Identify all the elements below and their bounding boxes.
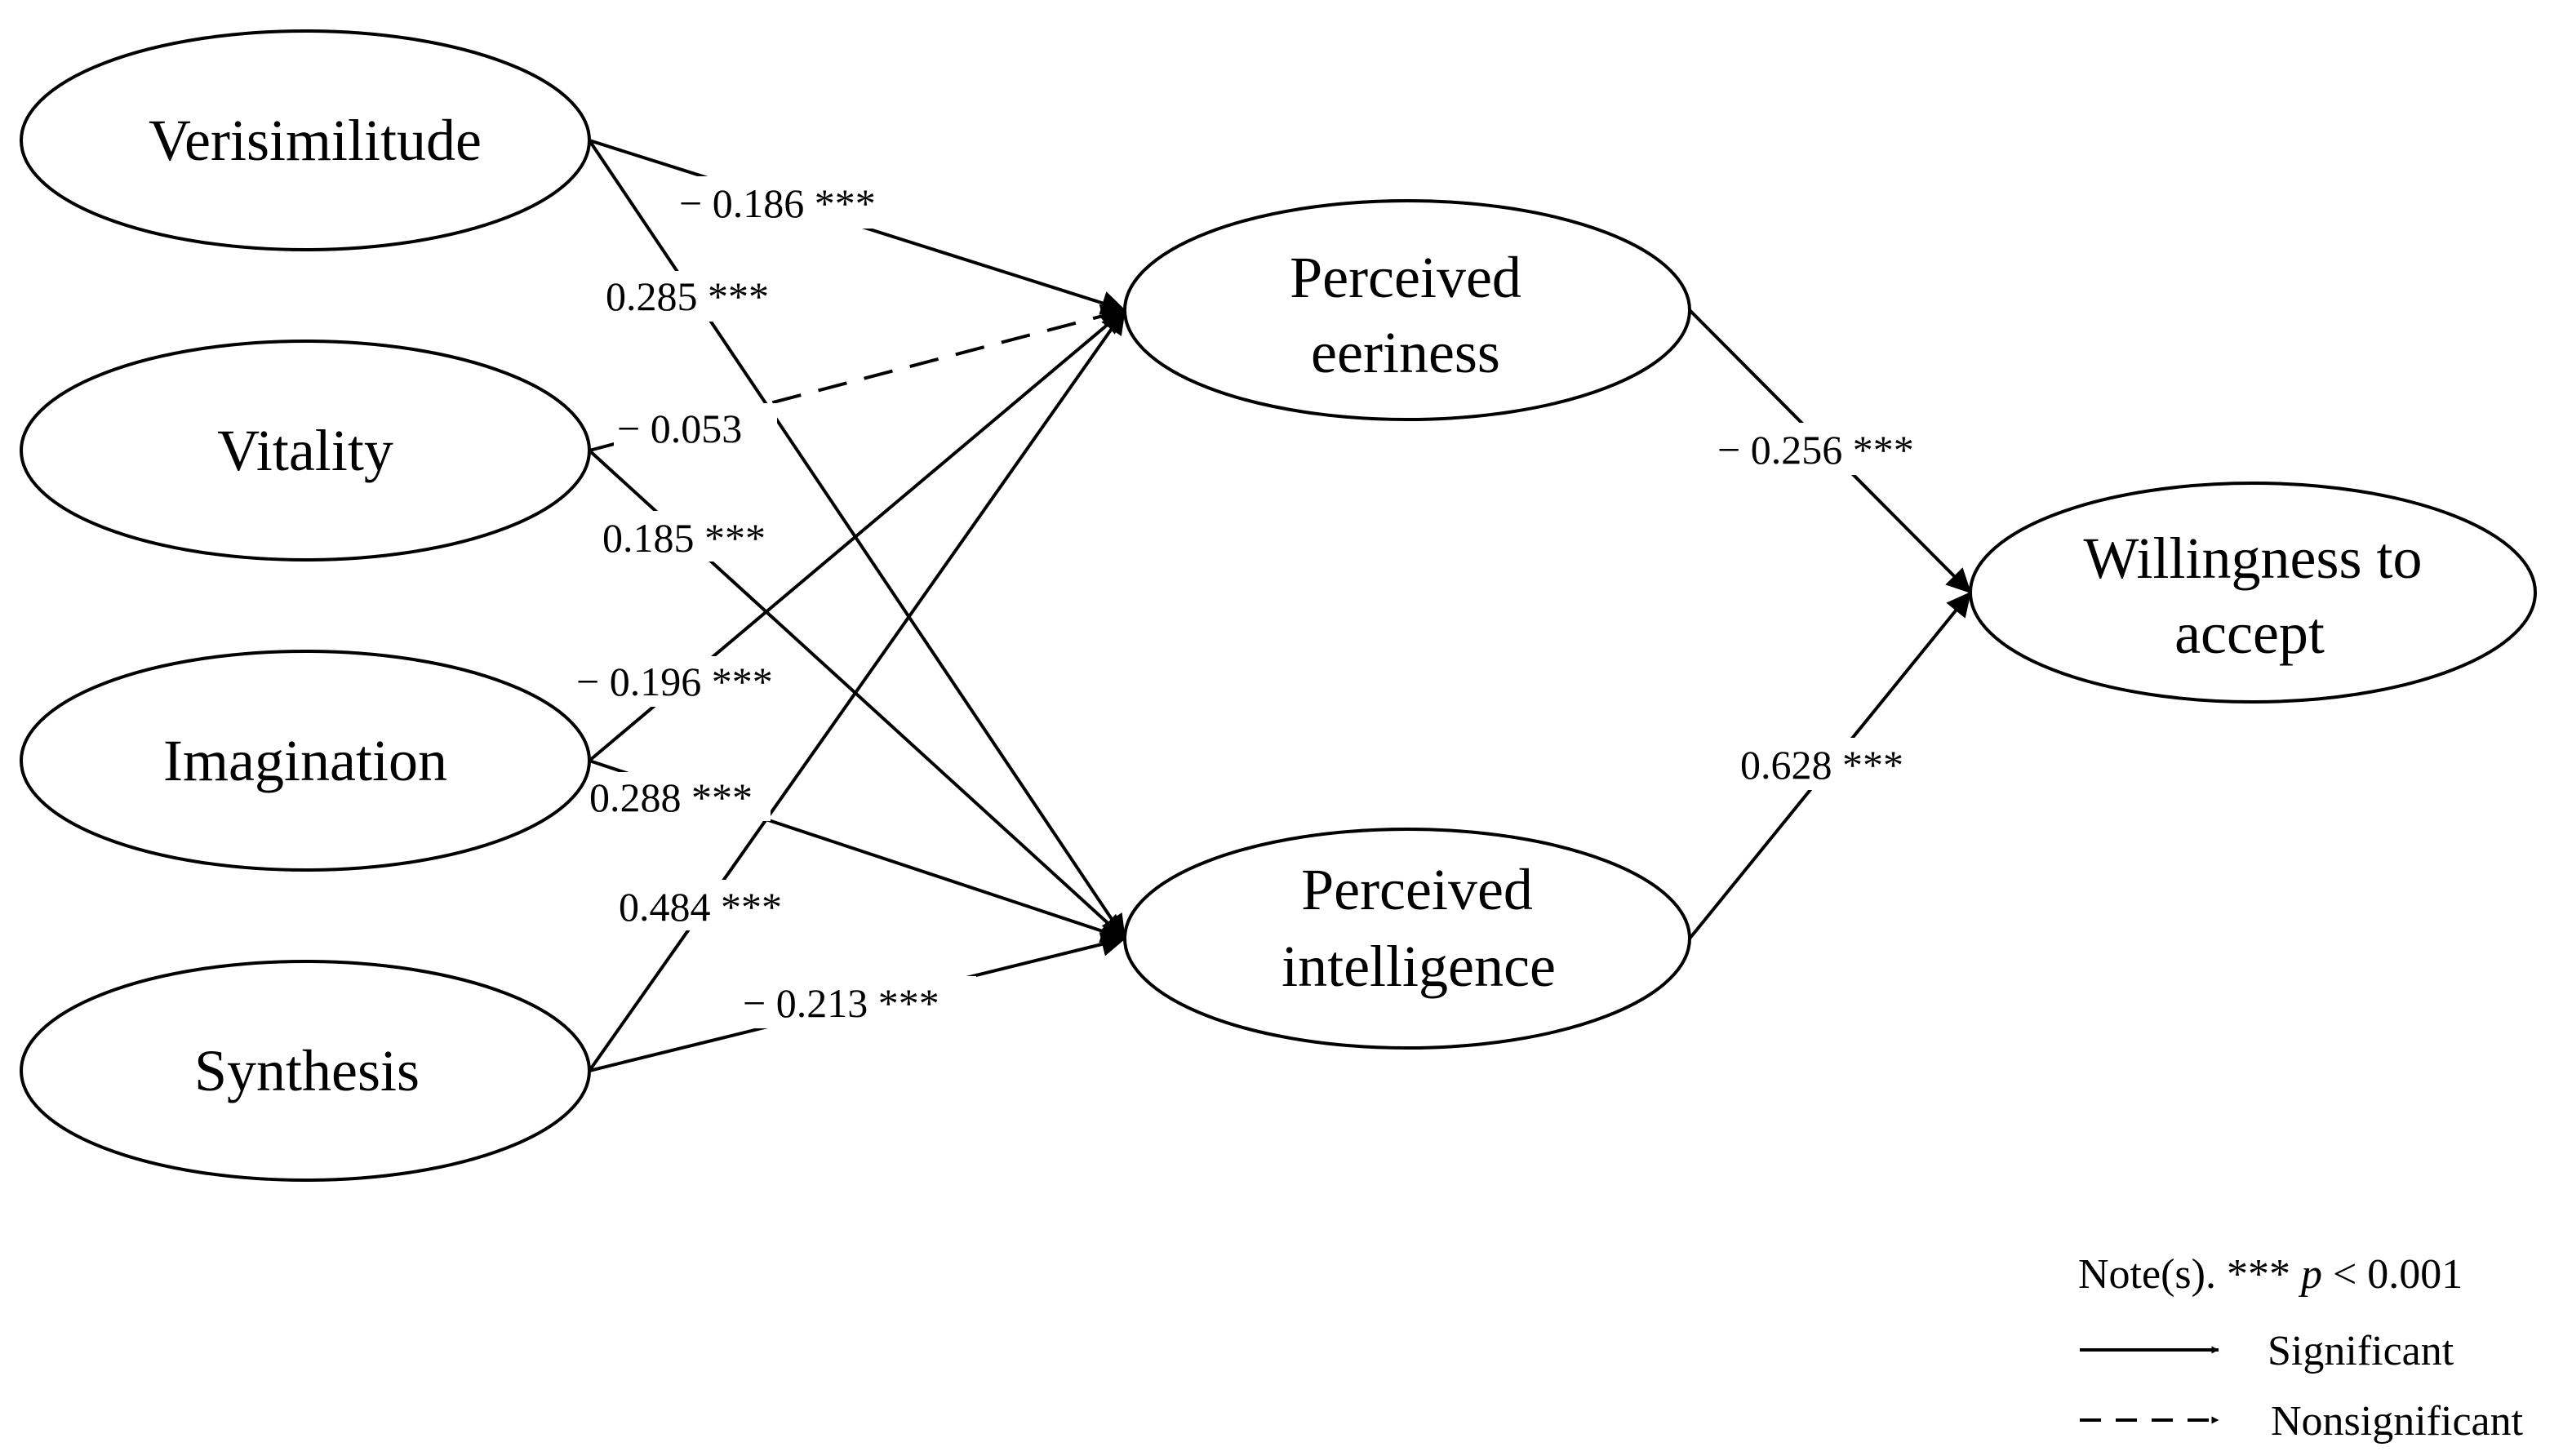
edge-label-verisimilitude-to-intelligence: 0.285 ***: [602, 271, 787, 322]
node-synthesis: Synthesis: [20, 960, 591, 1182]
node-label: Synthesis: [194, 1038, 420, 1103]
legend-nonsignificant-label: Nonsignificant: [2271, 1398, 2524, 1445]
edge-label-text: 0.628 ***: [1740, 742, 1903, 788]
node-label-line2: accept: [2174, 601, 2325, 666]
edge-label-text: − 0.053: [617, 406, 742, 451]
node-label-line1: Perceived: [1290, 245, 1521, 310]
edge-label-imagination-to-intelligence: 0.288 ***: [586, 772, 771, 821]
note-p-symbol: p: [2298, 1251, 2322, 1298]
edge-label-imagination-to-eeriness: − 0.196 ***: [573, 656, 810, 707]
node-label: Imagination: [163, 728, 447, 793]
edge-label-text: 0.288 ***: [589, 775, 753, 820]
edge-label-text: 0.185 ***: [602, 515, 766, 561]
edge-label-text: − 0.213 ***: [743, 980, 939, 1026]
node-label: Vitality: [217, 418, 393, 483]
node-imagination: Imagination: [20, 650, 591, 872]
node-perceived-intelligence: Perceived intelligence: [1123, 828, 1691, 1050]
edge-label-vitality-to-intelligence: 0.185 ***: [599, 511, 784, 562]
note-suffix: < 0.001: [2322, 1251, 2463, 1298]
node-perceived-eeriness: Perceived eeriness: [1123, 199, 1691, 421]
edge-label-synthesis-to-intelligence: − 0.213 ***: [740, 976, 976, 1028]
node-verisimilitude: Verisimilitude: [20, 29, 591, 251]
node-willingness-to-accept: Willingness to accept: [1969, 482, 2537, 704]
node-label-line2: intelligence: [1282, 934, 1556, 999]
edge-synthesis-to-eeriness: [588, 309, 1126, 1072]
edge-label-intelligence-to-willingness: 0.628 ***: [1737, 738, 1921, 790]
edge-label-text: 0.484 ***: [619, 884, 782, 930]
node-label-line2: eeriness: [1311, 320, 1500, 385]
edge-label-vitality-to-eeriness: − 0.053: [614, 403, 777, 454]
edge-label-text: 0.285 ***: [606, 273, 769, 319]
edge-label-text: − 0.186 ***: [679, 180, 876, 226]
legend-significant-label: Significant: [2268, 1328, 2454, 1374]
node-label: Verisimilitude: [149, 108, 482, 173]
node-label-line1: Perceived: [1301, 857, 1533, 922]
edge-label-text: − 0.196 ***: [576, 659, 773, 704]
note-prefix: Note(s). ***: [2078, 1251, 2301, 1298]
note-legend: Note(s). *** p < 0.001 Significant Nonsi…: [2078, 1251, 2524, 1445]
edge-label-eeriness-to-willingness: − 0.256 ***: [1714, 423, 1951, 475]
edge-label-synthesis-to-eeriness: 0.484 ***: [615, 880, 800, 930]
node-label-line1: Willingness to: [2083, 526, 2422, 591]
note-significance: Note(s). *** p < 0.001: [2078, 1251, 2463, 1298]
edge-label-verisimilitude-to-eeriness: − 0.186 ***: [676, 176, 913, 229]
edge-labels: − 0.186 *** 0.285 *** − 0.053 0.185 *** …: [573, 176, 1951, 1028]
edge-label-text: − 0.256 ***: [1717, 427, 1914, 473]
node-vitality: Vitality: [20, 340, 591, 562]
